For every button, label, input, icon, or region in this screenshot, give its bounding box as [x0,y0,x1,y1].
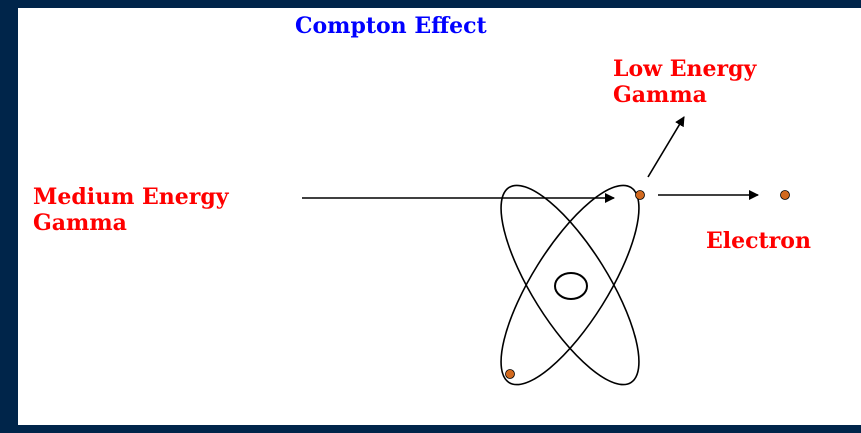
orbit-ellipse-1 [477,167,663,402]
scattered-gamma-arrow [648,117,684,177]
orbital-electron-bottom [506,370,515,379]
electron-label: Electron [706,228,811,254]
low-energy-gamma-label: Low Energy Gamma [613,56,756,108]
medium-energy-gamma-label: Medium Energy Gamma [33,184,229,236]
medium-energy-gamma-label-line2: Gamma [33,210,229,236]
medium-energy-gamma-label-line1: Medium Energy [33,184,229,210]
low-energy-gamma-label-line2: Gamma [613,82,756,108]
orbit-ellipse-2 [477,167,663,402]
nucleus [555,273,587,299]
low-energy-gamma-label-line1: Low Energy [613,56,756,82]
orbital-electron-top [636,191,645,200]
diagram-title: Compton Effect [295,13,487,39]
ejected-electron [781,191,790,200]
